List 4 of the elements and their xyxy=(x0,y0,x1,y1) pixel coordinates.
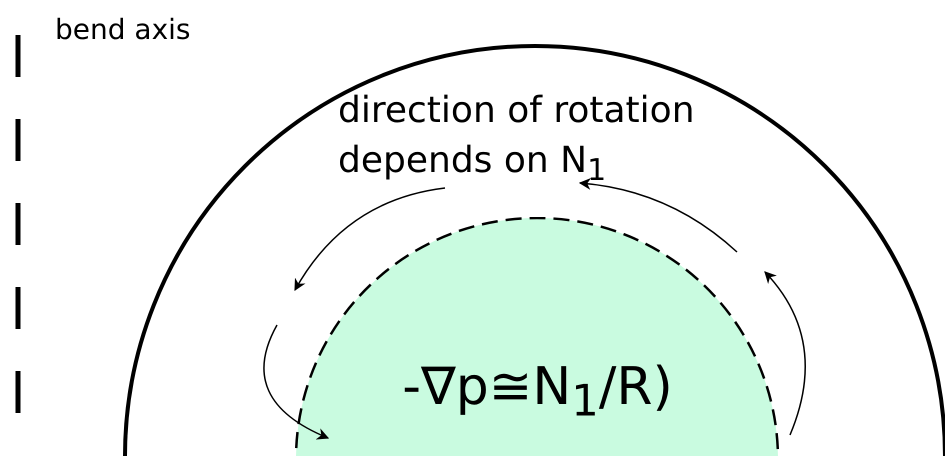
note-text: direction of rotation depends on N$_{1}$ xyxy=(338,89,696,190)
core-region xyxy=(295,217,780,456)
pressure-gradient-formula: -∇p≅N$_{1}$/R) xyxy=(401,357,674,428)
axis-label: bend axis xyxy=(55,12,191,48)
